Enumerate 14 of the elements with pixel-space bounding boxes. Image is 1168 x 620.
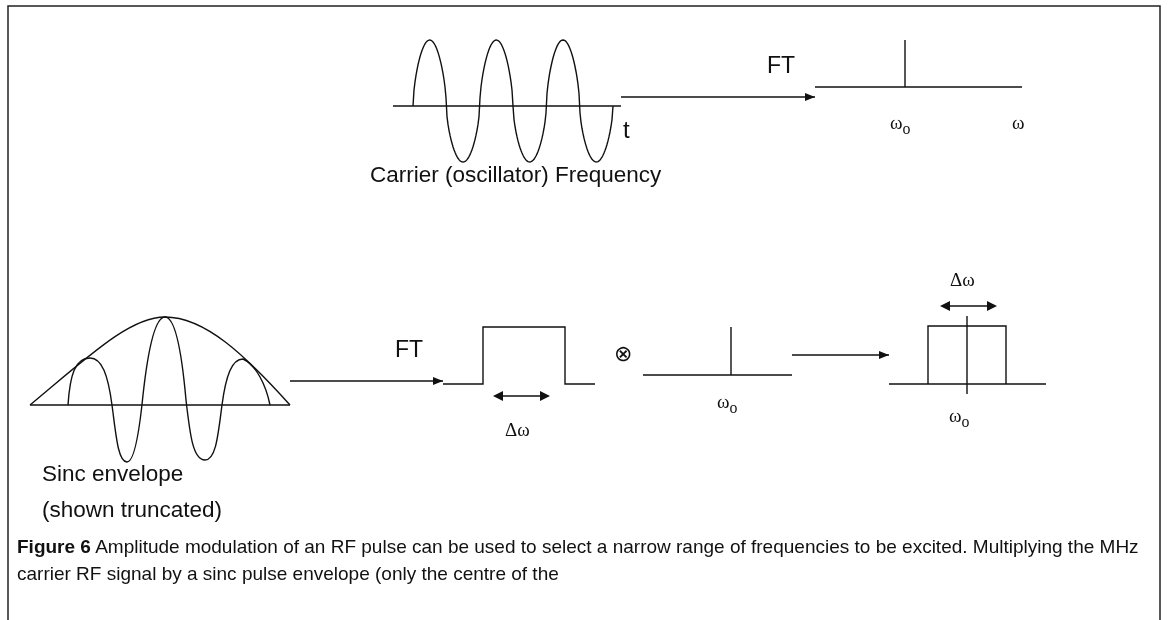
width-label: Δω	[950, 270, 975, 291]
axis-label: ω$_{o}$	[890, 113, 911, 138]
multiply-symbol: ⊗	[614, 342, 632, 367]
axis-label: t	[623, 117, 630, 144]
width-label: Δω	[505, 420, 530, 441]
arrow	[620, 93, 816, 101]
arrow	[791, 351, 890, 359]
axis-label: ω$_{o}$	[717, 392, 738, 417]
figure-caption: Figure 6 Amplitude modulation of an RF pulse can be used to select a narrow range of frequencies to be excited. Multiplying the MHz carrier RF signal by a sinc pulse envelope (only the centre of the	[17, 535, 1140, 586]
diagram-caption: Sinc envelope (shown truncated)	[42, 460, 224, 524]
arrow	[289, 377, 444, 385]
axis-label: ω	[1012, 113, 1025, 134]
diagram-caption: Carrier (oscillator) Frequency	[370, 163, 662, 188]
axis-label: ω$_{o}$	[949, 406, 970, 431]
